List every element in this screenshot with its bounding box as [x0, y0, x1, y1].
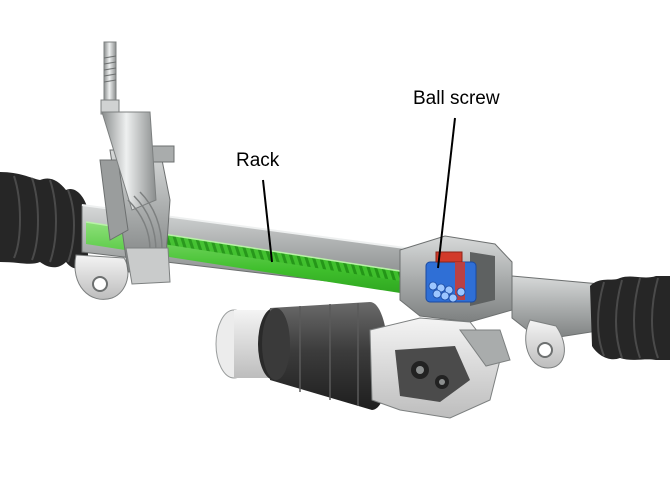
electric-motor [215, 302, 389, 410]
rack-label: Rack [236, 150, 280, 171]
ball-screw-label: Ball screw [413, 88, 500, 109]
left-boot [0, 172, 88, 269]
input-shaft [100, 41, 171, 285]
ball-screw [425, 251, 477, 303]
right-boot [590, 276, 670, 360]
belt-drive-housing [369, 317, 511, 419]
ball-screw-leader-line [437, 117, 456, 269]
rack-leader-line [262, 179, 273, 263]
right-housing [511, 275, 605, 369]
callout-leader-lines [262, 117, 456, 269]
